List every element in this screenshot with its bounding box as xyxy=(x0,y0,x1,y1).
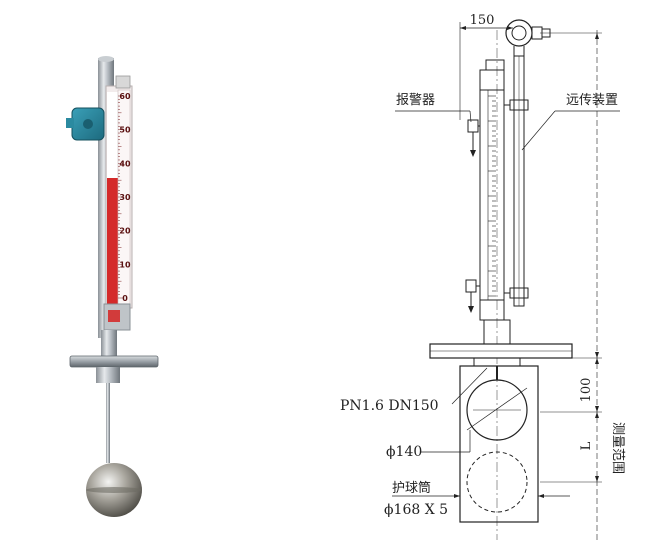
dim-arrow-6 xyxy=(595,476,599,482)
dim-offset-text: 100 xyxy=(579,378,594,403)
label-guard: 护球筒 xyxy=(392,480,431,496)
technical-drawing xyxy=(392,19,620,540)
label-guard-size: ϕ168 X 5 xyxy=(384,502,448,518)
ruler-ticks xyxy=(118,95,123,299)
dim-150-arrow-left xyxy=(460,26,466,30)
label-remote: 远传装置 xyxy=(566,93,618,108)
dim-arrow-1 xyxy=(595,33,599,39)
ruler-label: 30 xyxy=(119,193,131,202)
label-alarm: 报警器 xyxy=(396,92,435,108)
cable-gland xyxy=(66,118,74,128)
ruler-label: 20 xyxy=(119,227,131,236)
dim-arrow-4 xyxy=(595,406,599,412)
mounting-flange xyxy=(69,355,159,368)
tube-cap xyxy=(98,56,114,62)
float-lower xyxy=(466,451,528,513)
ruler-label: 60 xyxy=(119,92,131,101)
dim-arrow-3 xyxy=(595,358,599,364)
transmitter-head-outer xyxy=(505,19,533,47)
guard-cylinder xyxy=(459,365,539,523)
guard-arrow-left xyxy=(454,494,460,498)
ruler-label: 40 xyxy=(119,159,131,168)
alarm-bottom-arrow xyxy=(468,306,474,313)
alarm-switch-bottom xyxy=(465,279,477,293)
leader-alarm-v xyxy=(469,110,472,123)
column-scale-ticks xyxy=(488,95,496,297)
indicator-column xyxy=(479,89,505,301)
label-float-dia: ϕ140 xyxy=(386,444,422,460)
float-dia-leader xyxy=(466,387,528,431)
column-cap xyxy=(485,59,505,71)
scale-top-cap xyxy=(115,75,131,89)
dim-top-width-text: 150 xyxy=(470,13,495,28)
dim-length-text: L xyxy=(579,441,594,450)
dim-arrow-5 xyxy=(595,412,599,418)
level-gauge-photo: 60 50 40 30 20 10 0 xyxy=(66,56,159,517)
indicator-empty xyxy=(107,92,118,178)
label-flange: PN1.6 DN150 xyxy=(340,398,439,414)
float-seam xyxy=(86,487,142,493)
ruler-label: 10 xyxy=(119,260,131,269)
ruler-label: 50 xyxy=(119,126,131,135)
leader-flange xyxy=(451,367,488,405)
float-upper xyxy=(466,379,528,441)
flange-neck xyxy=(96,367,120,383)
lower-tube xyxy=(101,330,117,356)
bottom-marker xyxy=(108,310,120,322)
dim-arrow-2 xyxy=(595,352,599,358)
alarm-switch-top xyxy=(467,119,479,133)
leader-remote-diag xyxy=(521,110,556,151)
dim-150-arrow-right xyxy=(507,26,513,30)
guard-arrow-right xyxy=(538,494,544,498)
box-screw xyxy=(83,119,93,129)
float-rod xyxy=(106,383,110,463)
column-top-block xyxy=(479,69,505,91)
ruler-label: 0 xyxy=(122,294,128,303)
column-bottom-block xyxy=(479,299,505,321)
alarm-top-arrow xyxy=(470,150,476,157)
ruler-labels: 60 50 40 30 20 10 0 xyxy=(119,92,131,303)
label-range: 测量范围 xyxy=(610,422,625,474)
transmitter-head-inner xyxy=(511,25,527,41)
indicator-filled xyxy=(107,178,118,304)
